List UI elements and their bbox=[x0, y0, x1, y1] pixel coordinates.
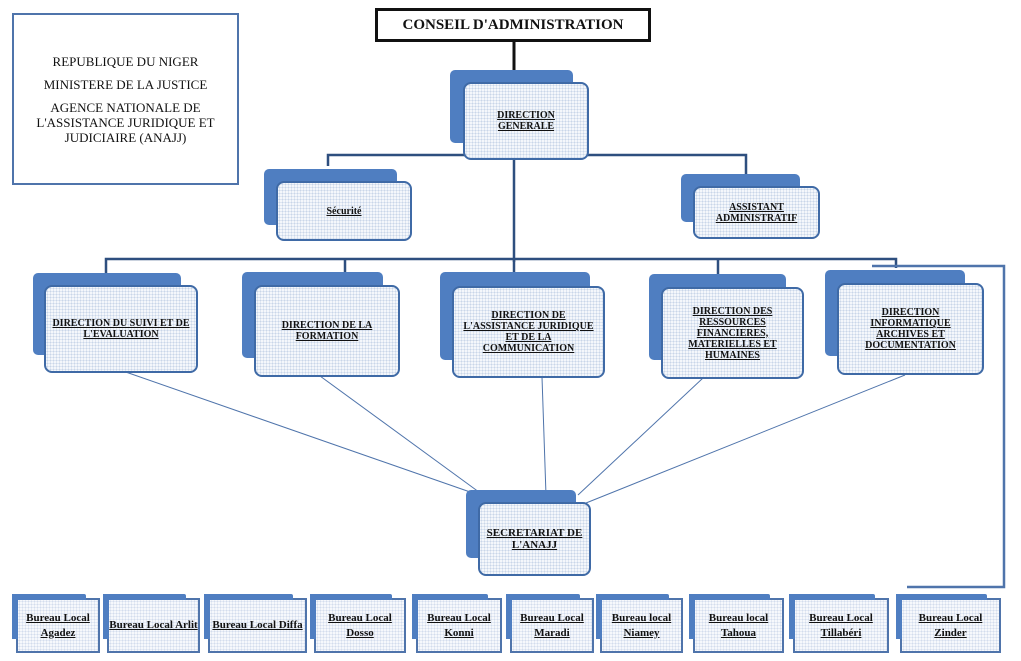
node-direction-assistance: DIRECTION DE L'ASSISTANCE JURIDIQUE ET D… bbox=[440, 272, 605, 378]
assistant-label: ASSISTANT ADMINISTRATIF bbox=[715, 201, 798, 224]
bureau-maradi-label: Bureau Local Maradi bbox=[520, 611, 584, 639]
direction-formation-label: DIRECTION DE LA FORMATION bbox=[281, 320, 373, 342]
bureau-konni: Bureau Local Konni bbox=[412, 594, 502, 653]
bureau-niamey-label: Bureau local Niamey bbox=[611, 611, 672, 639]
bureau-dosso-label: Bureau Local Dosso bbox=[328, 611, 392, 639]
direction-generale-label: DIRECTION GENERALE bbox=[497, 110, 555, 132]
node-direction-informatique: DIRECTION INFORMATIQUE ARCHIVES ET DOCUM… bbox=[825, 270, 984, 375]
direction-suivi-label: DIRECTION DU SUIVI ET DE L'EVALUATION bbox=[52, 318, 190, 340]
connector-bureaux-bracket bbox=[872, 264, 1006, 589]
direction-assistance-label: DIRECTION DE L'ASSISTANCE JURIDIQUE ET D… bbox=[463, 310, 594, 354]
bureau-agadez-label: Bureau Local Agadez bbox=[26, 611, 90, 639]
header-box: REPUBLIQUE DU NIGER MINISTERE DE LA JUST… bbox=[12, 13, 239, 185]
connector-dir1-sec bbox=[119, 369, 474, 494]
bureau-zinder-label: Bureau Local Zinder bbox=[918, 611, 983, 639]
connector-directions-bar bbox=[104, 257, 898, 276]
bureau-tillaberi-label: Bureau Local Tillabéri bbox=[809, 611, 873, 639]
node-direction-ressources: DIRECTION DES RESSOURCES FINANCIERES, MA… bbox=[649, 274, 804, 379]
securite-label: Sécurité bbox=[326, 205, 362, 217]
bureau-konni-label: Bureau Local Konni bbox=[427, 611, 491, 639]
node-direction-formation: DIRECTION DE LA FORMATION bbox=[242, 272, 400, 377]
connector-dir4-sec bbox=[577, 377, 704, 496]
bureau-tahoua: Bureau local Tahoua bbox=[689, 594, 784, 653]
secretariat-label: SECRETARIAT DE L'ANAJJ bbox=[486, 527, 583, 551]
node-direction-suivi: DIRECTION DU SUIVI ET DE L'EVALUATION bbox=[33, 273, 198, 373]
direction-informatique-label: DIRECTION INFORMATIQUE ARCHIVES ET DOCUM… bbox=[865, 307, 956, 351]
node-secretariat: SECRETARIAT DE L'ANAJJ bbox=[466, 490, 591, 576]
connector-dir2-sec bbox=[319, 375, 484, 496]
bureau-arlit: Bureau Local Arlit bbox=[103, 594, 200, 653]
bureau-agadez: Bureau Local Agadez bbox=[12, 594, 100, 653]
header-ministry: MINISTERE DE LA JUSTICE bbox=[43, 76, 208, 92]
node-assistant-administratif: ASSISTANT ADMINISTRATIF bbox=[681, 174, 820, 239]
header-agency: AGENCE NATIONALE DE L'ASSISTANCE JURIDIQ… bbox=[36, 99, 215, 145]
header-country: REPUBLIQUE DU NIGER bbox=[52, 53, 199, 69]
bureau-diffa-label: Bureau Local Diffa bbox=[212, 619, 303, 631]
bureau-diffa: Bureau Local Diffa bbox=[204, 594, 307, 653]
bureau-arlit-label: Bureau Local Arlit bbox=[109, 619, 198, 631]
bureau-zinder: Bureau Local Zinder bbox=[896, 594, 1001, 653]
bureau-niamey: Bureau local Niamey bbox=[596, 594, 683, 653]
bureau-tillaberi: Bureau Local Tillabéri bbox=[789, 594, 889, 653]
node-securite: Sécurité bbox=[264, 169, 412, 241]
bureau-maradi: Bureau Local Maradi bbox=[506, 594, 594, 653]
direction-ressources-label: DIRECTION DES RESSOURCES FINANCIERES, MA… bbox=[688, 305, 777, 361]
board-label: CONSEIL D'ADMINISTRATION bbox=[402, 16, 624, 33]
connector-dir3-sec bbox=[541, 376, 547, 496]
board-box: CONSEIL D'ADMINISTRATION bbox=[375, 8, 651, 42]
bureau-tahoua-label: Bureau local Tahoua bbox=[708, 611, 769, 639]
connector-dir5-sec bbox=[585, 374, 906, 504]
node-direction-generale: DIRECTION GENERALE bbox=[450, 70, 590, 162]
bureau-dosso: Bureau Local Dosso bbox=[310, 594, 406, 653]
